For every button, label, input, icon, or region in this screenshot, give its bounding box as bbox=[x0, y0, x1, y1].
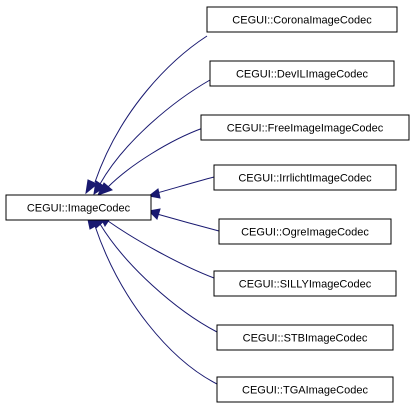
derived-class-node[interactable]: CEGUI::STBImageCodec bbox=[216, 324, 394, 351]
derived-class-label: CEGUI::CoronaImageCodec bbox=[232, 15, 372, 27]
base-class-node[interactable]: CEGUI::ImageCodec bbox=[5, 194, 152, 221]
derived-class-node[interactable]: CEGUI::TGAImageCodec bbox=[216, 376, 394, 403]
arrowhead-irrlicht bbox=[147, 188, 161, 199]
base-class-label: CEGUI::ImageCodec bbox=[27, 203, 131, 215]
arrowhead-ogre bbox=[147, 208, 161, 220]
derived-class-node[interactable]: CEGUI::DevILImageCodec bbox=[209, 60, 395, 87]
arrowhead-corona bbox=[85, 179, 98, 195]
edge-stb bbox=[99, 223, 218, 333]
derived-class-node[interactable]: CEGUI::FreeImageImageCodec bbox=[200, 114, 410, 141]
edge-freeimage bbox=[107, 127, 204, 188]
arrowhead-devil bbox=[93, 180, 106, 196]
derived-class-node[interactable]: CEGUI::SILLYImageCodec bbox=[213, 270, 397, 297]
edge-corona bbox=[94, 35, 208, 183]
edge-devil bbox=[99, 79, 211, 185]
derived-class-label: CEGUI::OgreImageCodec bbox=[241, 227, 369, 239]
derived-class-label: CEGUI::STBImageCodec bbox=[243, 333, 368, 345]
edge-irrlicht bbox=[156, 176, 215, 194]
derived-class-label: CEGUI::DevILImageCodec bbox=[236, 69, 369, 81]
derived-class-label: CEGUI::TGAImageCodec bbox=[242, 385, 368, 397]
inheritance-edges bbox=[85, 35, 220, 385]
derived-class-label: CEGUI::IrrlichtImageCodec bbox=[238, 173, 372, 185]
edge-ogre bbox=[156, 213, 220, 232]
arrowhead-freeimage bbox=[96, 182, 113, 196]
derived-class-label: CEGUI::FreeImageImageCodec bbox=[227, 123, 384, 135]
derived-class-node[interactable]: CEGUI::IrrlichtImageCodec bbox=[213, 164, 397, 191]
derived-class-node[interactable]: CEGUI::OgreImageCodec bbox=[218, 218, 392, 245]
derived-class-node[interactable]: CEGUI::CoronaImageCodec bbox=[206, 6, 398, 33]
edge-tga bbox=[94, 225, 218, 385]
derived-class-label: CEGUI::SILLYImageCodec bbox=[239, 279, 372, 291]
edge-silly bbox=[107, 220, 215, 279]
